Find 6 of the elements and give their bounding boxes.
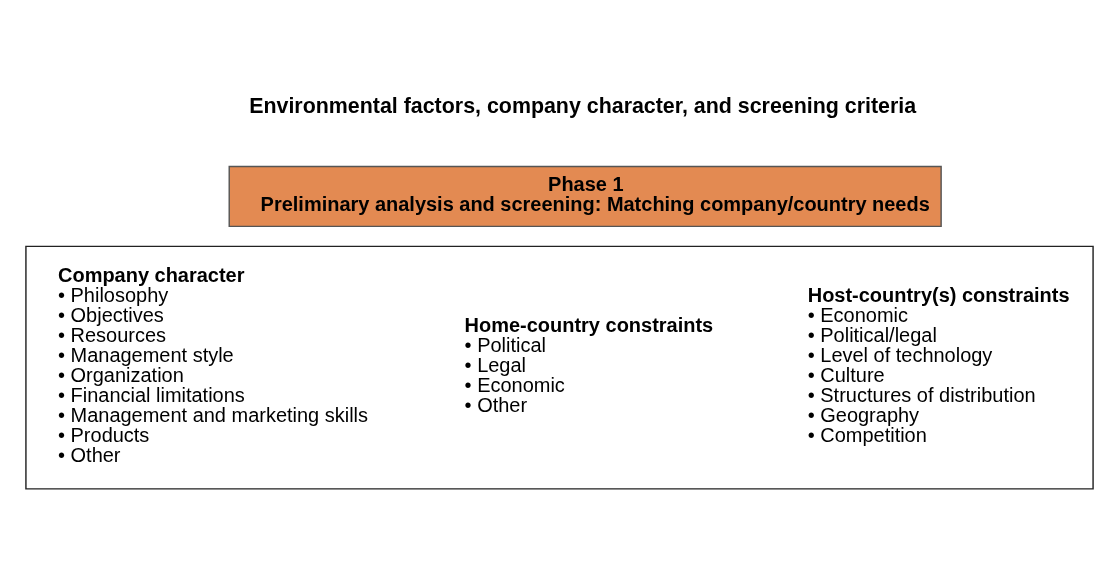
node-text: Company character • Philosophy • Objectives • Resources • Management style • Organization • Financial limitations • Management and marketing skills • Products • Other	[58, 264, 369, 467]
node-text: Host-country(s) constraints • Economic • Political/legal • Level of technology • Culture • Structures of distribution • Geography • Competition	[807, 284, 1070, 447]
node-box: Phase 1 Preliminary analysis and screening: Matching company/country needs	[228, 165, 942, 228]
label: Environmental factors, company character, and screening criteria	[249, 93, 917, 118]
cluster	[25, 245, 1094, 490]
node-text: Home-country constraints • Political • Legal • Economic • Other	[464, 314, 714, 417]
